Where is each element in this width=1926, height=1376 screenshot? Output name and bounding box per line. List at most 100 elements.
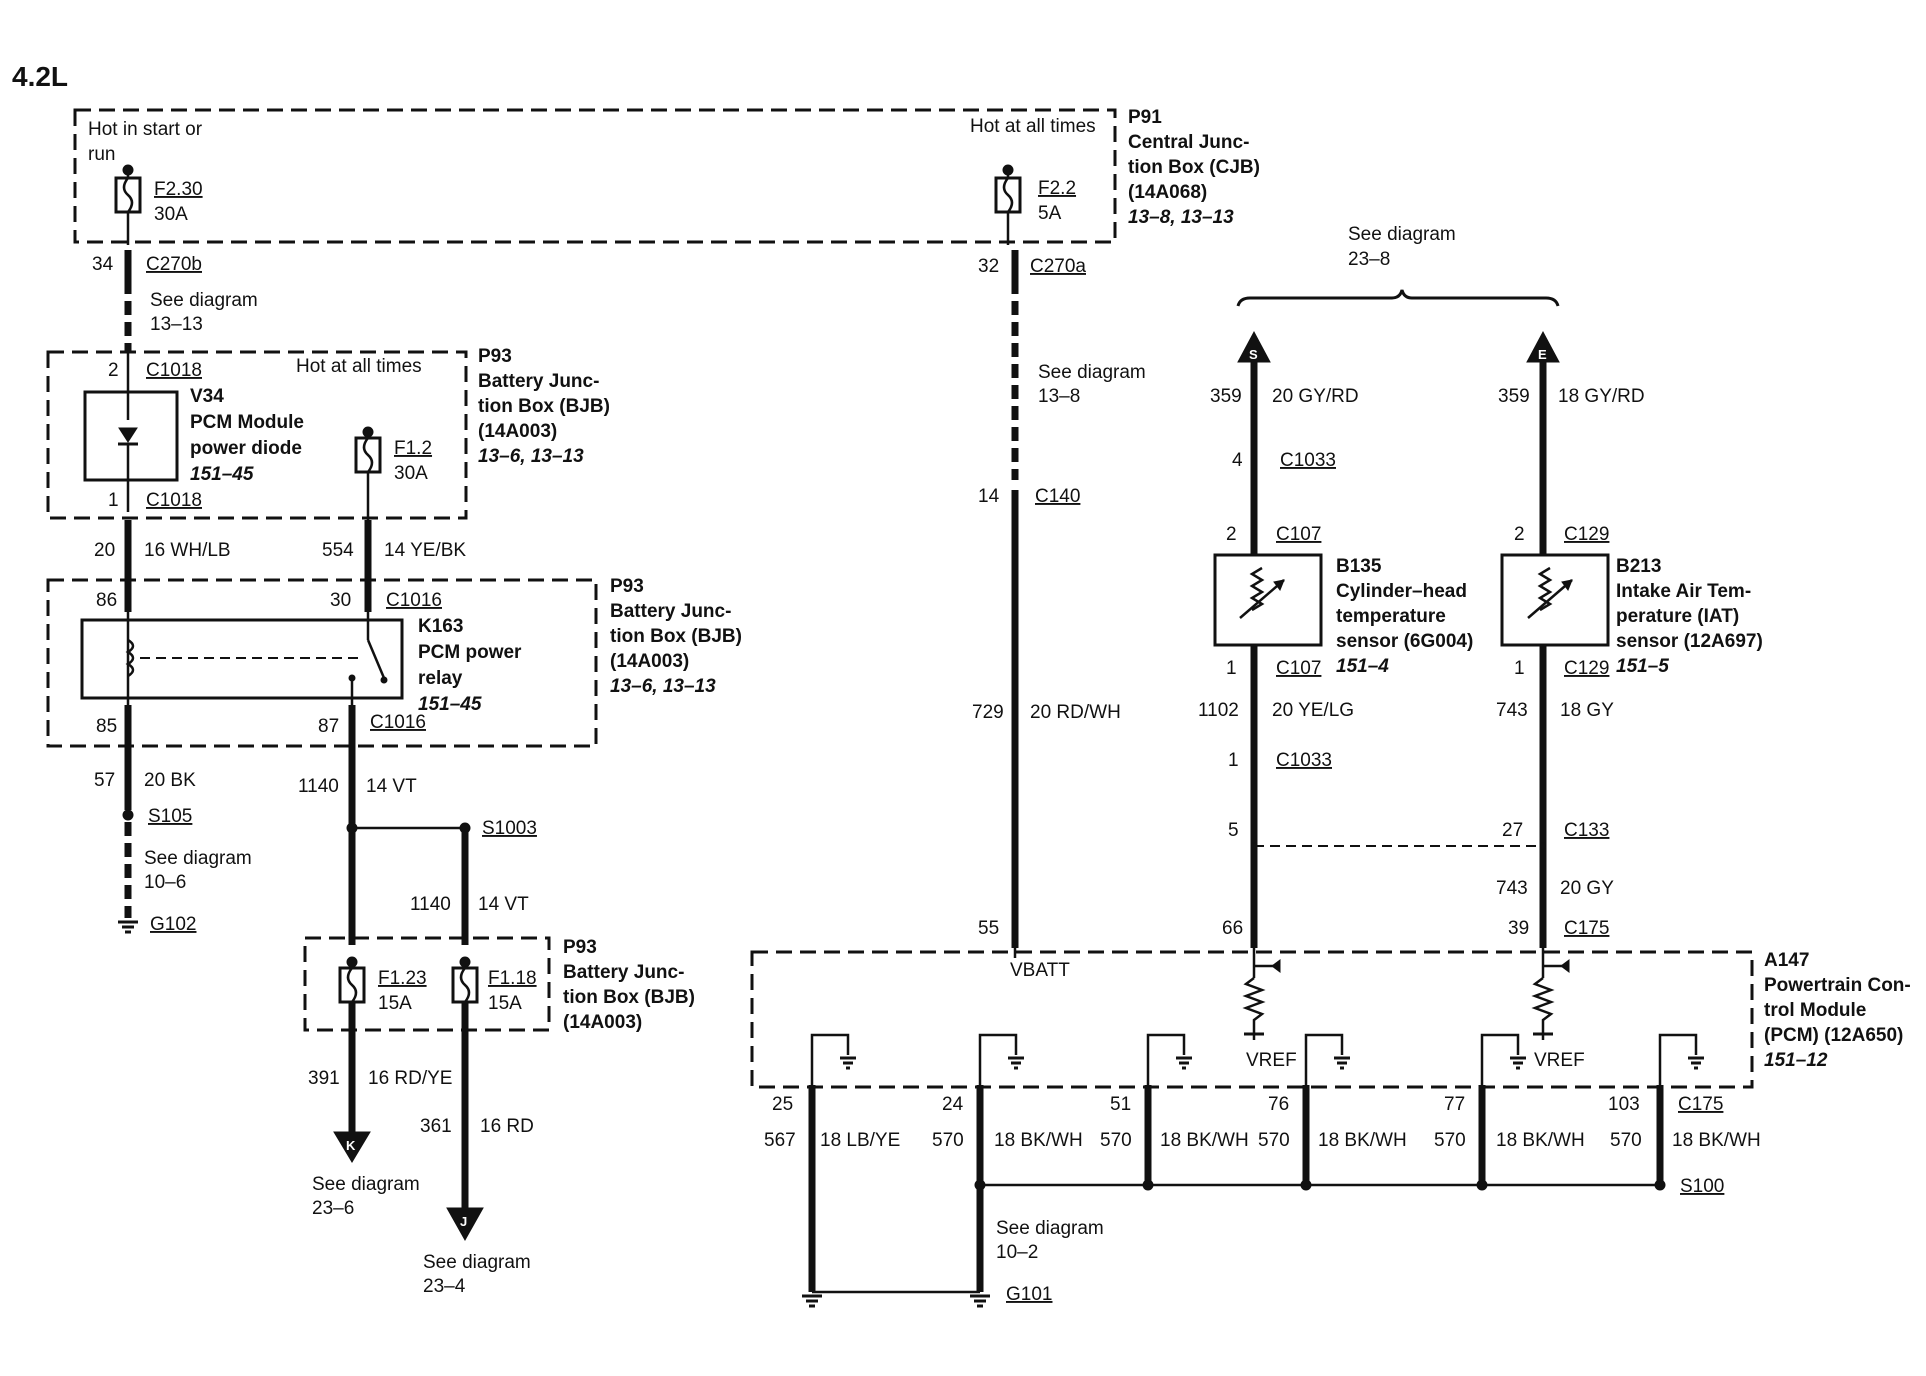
svg-text:C1018: C1018 (146, 360, 202, 381)
svg-text:20 RD/WH: 20 RD/WH (1030, 702, 1121, 723)
circuit-b213: E 359 18 GY/RD 2 C129 B213 Intake Air Te… (1496, 330, 1763, 948)
svg-text:C129: C129 (1564, 524, 1609, 545)
svg-text:32: 32 (978, 256, 999, 277)
svg-text:P93: P93 (563, 937, 597, 958)
svg-text:F1.18: F1.18 (488, 968, 537, 989)
svg-text:87: 87 (318, 716, 339, 737)
wires-20-554: 20 16 WH/LB 554 14 YE/BK (94, 520, 466, 612)
svg-text:1: 1 (1228, 750, 1239, 771)
svg-text:C129: C129 (1564, 658, 1609, 679)
p93-bjb-box-1: Hot at all times P93 Battery Junc- tion … (46, 346, 610, 520)
svg-text:K: K (346, 1138, 356, 1153)
svg-text:30A: 30A (394, 463, 428, 484)
svg-text:Battery Junc-: Battery Junc- (478, 371, 599, 392)
splice-s100-bus: S100 See diagram 10–2 G101 (802, 1176, 1724, 1308)
svg-text:Hot in start or: Hot in start or (88, 119, 203, 140)
svg-text:76: 76 (1268, 1094, 1289, 1115)
svg-text:Powertrain Con-: Powertrain Con- (1764, 975, 1911, 996)
svg-text:S105: S105 (148, 806, 192, 827)
svg-text:151–45: 151–45 (418, 694, 482, 715)
engine-title: 4.2L (12, 61, 68, 92)
svg-text:See diagram: See diagram (312, 1174, 420, 1195)
svg-text:G102: G102 (150, 914, 196, 935)
a147-pcm-box: VBATT VREF VREF A147 Powertrain Con- tro… (750, 950, 1911, 1089)
svg-text:C175: C175 (1678, 1094, 1723, 1115)
svg-text:361: 361 (420, 1116, 452, 1137)
svg-text:K163: K163 (418, 616, 463, 637)
svg-text:C1033: C1033 (1280, 450, 1336, 471)
svg-text:C1018: C1018 (146, 490, 202, 511)
circuit-c270a: 32 C270a See diagram 13–8 14 C140 729 20… (972, 250, 1146, 948)
svg-text:Central Junc-: Central Junc- (1128, 132, 1249, 153)
svg-text:B135: B135 (1336, 556, 1382, 577)
svg-text:Hot at all times: Hot at all times (296, 356, 422, 377)
fuse-f2-2: F2.2 5A (994, 164, 1076, 245)
pin-103-loop (1658, 1033, 1698, 1085)
svg-text:86: 86 (96, 590, 117, 611)
svg-text:P93: P93 (610, 576, 644, 597)
pin-25-loop (810, 1033, 850, 1085)
svg-text:1: 1 (1226, 658, 1237, 679)
svg-text:sensor (12A697): sensor (12A697) (1616, 631, 1763, 652)
svg-text:F2.2: F2.2 (1038, 178, 1076, 199)
svg-text:18 BK/WH: 18 BK/WH (1496, 1130, 1585, 1151)
svg-text:See diagram: See diagram (1038, 362, 1146, 383)
svg-text:34: 34 (92, 254, 114, 275)
svg-text:359: 359 (1498, 386, 1530, 407)
svg-text:(14A003): (14A003) (610, 651, 689, 672)
svg-text:4: 4 (1232, 450, 1243, 471)
p93-bjb-box-2: P93 Battery Junc- tion Box (BJB) (14A003… (46, 576, 742, 748)
svg-text:1: 1 (108, 490, 119, 511)
svg-text:tion Box (BJB): tion Box (BJB) (478, 396, 610, 417)
pin-51-loop (1146, 1033, 1186, 1085)
svg-text:P93: P93 (478, 346, 512, 367)
svg-text:S100: S100 (1680, 1176, 1724, 1197)
svg-text:E: E (1538, 347, 1547, 362)
circuit-c270b: 34 C270b See diagram 13–13 (92, 250, 258, 352)
svg-text:C1033: C1033 (1276, 750, 1332, 771)
fuse-f2-30: F2.30 30A (114, 164, 203, 245)
svg-text:5A: 5A (1038, 203, 1062, 224)
svg-text:18 GY: 18 GY (1560, 700, 1614, 721)
svg-text:P91: P91 (1128, 107, 1162, 128)
svg-text:Cylinder–head: Cylinder–head (1336, 581, 1467, 602)
svg-text:Battery Junc-: Battery Junc- (563, 962, 684, 983)
svg-text:10–6: 10–6 (144, 872, 186, 893)
svg-text:C133: C133 (1564, 820, 1609, 841)
svg-text:13–8: 13–8 (1038, 386, 1080, 407)
svg-text:151–45: 151–45 (190, 464, 254, 485)
svg-text:V34: V34 (190, 386, 224, 407)
svg-text:15A: 15A (378, 993, 412, 1014)
svg-text:F1.23: F1.23 (378, 968, 427, 989)
pcm-ground-labels: 25 24 51 76 77 103 C175 567 18 LB/YE 570… (764, 1094, 1761, 1151)
svg-text:See diagram: See diagram (423, 1252, 531, 1273)
svg-text:18 GY/RD: 18 GY/RD (1558, 386, 1645, 407)
svg-text:2: 2 (1226, 524, 1237, 545)
see-diagram-23-8-brace: See diagram 23–8 (1236, 224, 1560, 307)
svg-text:23–6: 23–6 (312, 1198, 354, 1219)
svg-text:2: 2 (108, 360, 119, 381)
svg-text:554: 554 (322, 540, 354, 561)
svg-text:F1.2: F1.2 (394, 438, 432, 459)
svg-text:See diagram: See diagram (144, 848, 252, 869)
svg-text:18 BK/WH: 18 BK/WH (1160, 1130, 1249, 1151)
k163-relay: 86 30 C1016 K163 PCM power relay 151–45 … (80, 590, 522, 737)
svg-text:18 LB/YE: 18 LB/YE (820, 1130, 900, 1151)
svg-text:Hot at all times: Hot at all times (970, 116, 1096, 137)
svg-text:C107: C107 (1276, 658, 1321, 679)
svg-text:VBATT: VBATT (1010, 960, 1070, 981)
svg-text:(14A003): (14A003) (478, 421, 557, 442)
svg-text:23–8: 23–8 (1348, 249, 1390, 270)
ground-branch-g102: 57 20 BK S105 See diagram 10–6 G102 (94, 705, 252, 935)
svg-text:14 VT: 14 VT (478, 894, 529, 915)
svg-text:55: 55 (978, 918, 999, 939)
svg-text:5: 5 (1228, 820, 1239, 841)
p91-cjb-box: Hot in start or run Hot at all times P91… (73, 107, 1260, 244)
pcm-ground-pins (808, 1033, 1704, 1292)
svg-text:1140: 1140 (298, 776, 339, 797)
svg-text:16 RD: 16 RD (480, 1116, 534, 1137)
svg-text:tion Box (CJB): tion Box (CJB) (1128, 157, 1260, 178)
svg-text:VREF: VREF (1246, 1050, 1297, 1071)
v34-diode: 2 C1018 V34 PCM Module power diode 151–4… (83, 352, 304, 512)
